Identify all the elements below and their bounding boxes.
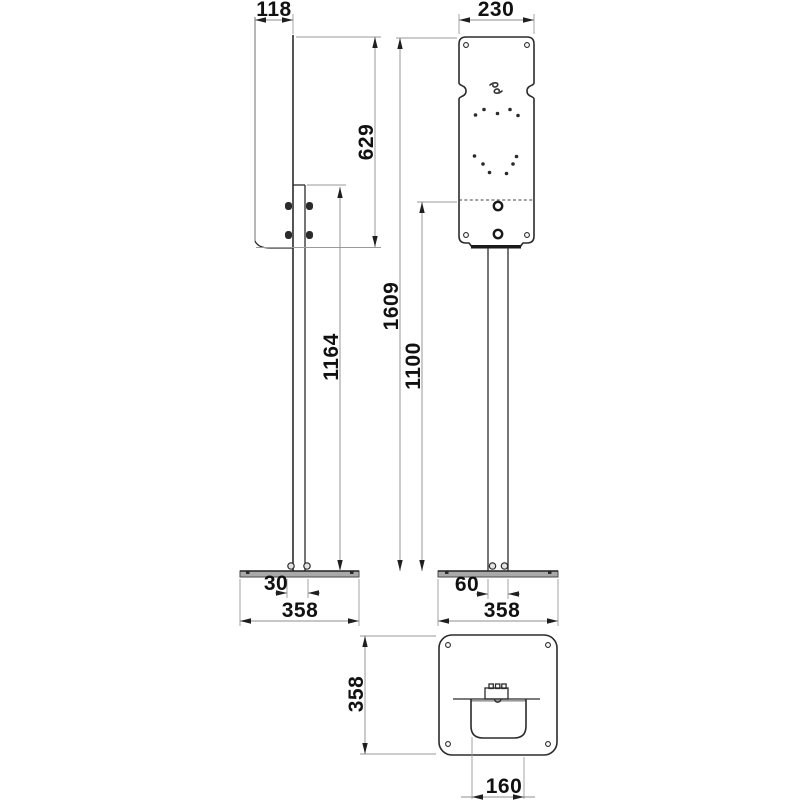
dim-label-front-column-width: 60	[455, 573, 479, 596]
side-base-hole-right	[350, 571, 354, 574]
dim-label-front-plate-width: 230	[478, 0, 515, 21]
side-bracket-bolts	[285, 202, 313, 239]
front-base-hole-left	[445, 571, 449, 574]
dim-label-front-total-height: 1609	[380, 282, 403, 331]
dimension-side-column-height-1164: 1164	[307, 184, 346, 571]
front-mounting-plate	[458, 36, 535, 249]
dimension-front-base-width-358: 358	[437, 579, 559, 626]
dimension-top-cutout-width-160: 160	[461, 737, 535, 800]
front-base-hole-right	[548, 571, 552, 574]
front-plate-bolts	[492, 200, 504, 240]
dimension-front-column-height-1100: 1100	[402, 201, 457, 571]
base-corner-holes	[445, 642, 551, 747]
dim-label-side-column-depth: 30	[264, 572, 288, 595]
dimension-front-plate-width-230: 230	[458, 0, 535, 34]
front-column	[487, 247, 509, 571]
dim-label-side-plate-height: 629	[355, 124, 378, 161]
mounting-hole-pattern	[472, 107, 520, 176]
dim-label-side-base-depth: 358	[282, 599, 319, 622]
dimension-front-column-width-60: 60	[455, 573, 520, 599]
dimension-side-column-depth-30: 30	[264, 572, 320, 598]
side-base-hole-left	[246, 571, 250, 574]
column-cross-section	[484, 683, 509, 703]
dim-label-front-column-height: 1100	[402, 342, 425, 390]
dim-label-side-depth: 118	[256, 0, 291, 21]
dimension-side-plate-height-629: 629	[256, 36, 381, 248]
front-base-bolts	[488, 562, 509, 570]
dimension-top-base-side-358: 358	[345, 635, 436, 755]
base-plate-outline	[438, 634, 558, 756]
dim-label-side-column-height: 1164	[320, 333, 343, 381]
dimension-front-total-height-1609: 1609	[380, 37, 457, 571]
dim-label-top-base-side: 358	[345, 676, 368, 713]
dim-label-front-base-width: 358	[484, 599, 521, 622]
front-plate-corner-holes	[463, 42, 530, 238]
column-notch	[493, 698, 502, 703]
base-cutout-u-shape	[470, 699, 527, 739]
dimension-side-depth-118: 118	[255, 0, 294, 34]
side-view: 118 629 1164 30	[239, 0, 381, 626]
side-base-plate	[239, 570, 360, 578]
dimension-side-base-depth-358: 358	[239, 579, 360, 626]
side-panel-bottom-edge	[254, 240, 293, 249]
dim-label-top-cutout-width: 160	[486, 775, 523, 798]
front-view: 230 1609 1100 60	[380, 0, 559, 626]
side-base-bolts	[287, 562, 311, 570]
brand-mark-icon	[489, 82, 503, 94]
base-top-view: 358 160	[345, 634, 558, 800]
